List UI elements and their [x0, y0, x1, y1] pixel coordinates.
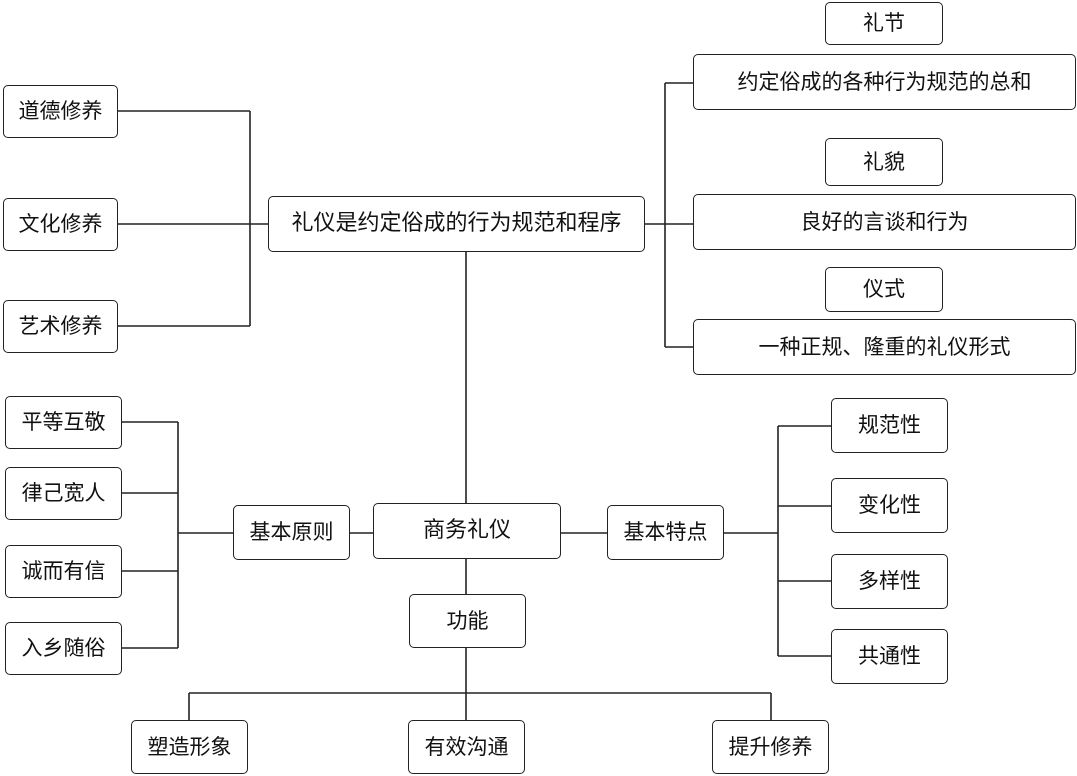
- node-form-title-etiquette: 礼节: [825, 2, 943, 45]
- node-function-2: 有效沟通: [408, 720, 525, 774]
- node-principle-4: 入乡随俗: [5, 622, 122, 675]
- node-cultivation-culture: 文化修养: [3, 198, 118, 251]
- node-principles-label: 基本原则: [233, 505, 350, 560]
- node-cultivation-art: 艺术修养: [3, 300, 118, 353]
- node-center: 商务礼仪: [373, 503, 561, 559]
- node-cultivation-moral: 道德修养: [3, 85, 118, 138]
- node-form-desc-ceremony: 一种正规、隆重的礼仪形式: [693, 319, 1076, 375]
- node-principle-2: 律己宽人: [5, 467, 122, 520]
- node-form-title-ceremony: 仪式: [825, 267, 943, 312]
- node-feature-1: 规范性: [831, 398, 948, 453]
- node-feature-4: 共通性: [831, 629, 948, 684]
- node-function-3: 提升修养: [712, 720, 829, 774]
- node-form-title-courtesy: 礼貌: [825, 138, 943, 186]
- node-function-1: 塑造形象: [131, 720, 248, 774]
- node-principle-3: 诚而有信: [5, 545, 122, 598]
- node-feature-2: 变化性: [831, 478, 948, 533]
- node-definition: 礼仪是约定俗成的行为规范和程序: [268, 196, 645, 252]
- node-form-desc-etiquette: 约定俗成的各种行为规范的总和: [693, 54, 1076, 110]
- node-principle-1: 平等互敬: [5, 396, 122, 449]
- node-functions-label: 功能: [409, 594, 526, 648]
- node-form-desc-courtesy: 良好的言谈和行为: [693, 194, 1076, 250]
- node-feature-3: 多样性: [831, 554, 948, 609]
- node-features-label: 基本特点: [607, 505, 724, 560]
